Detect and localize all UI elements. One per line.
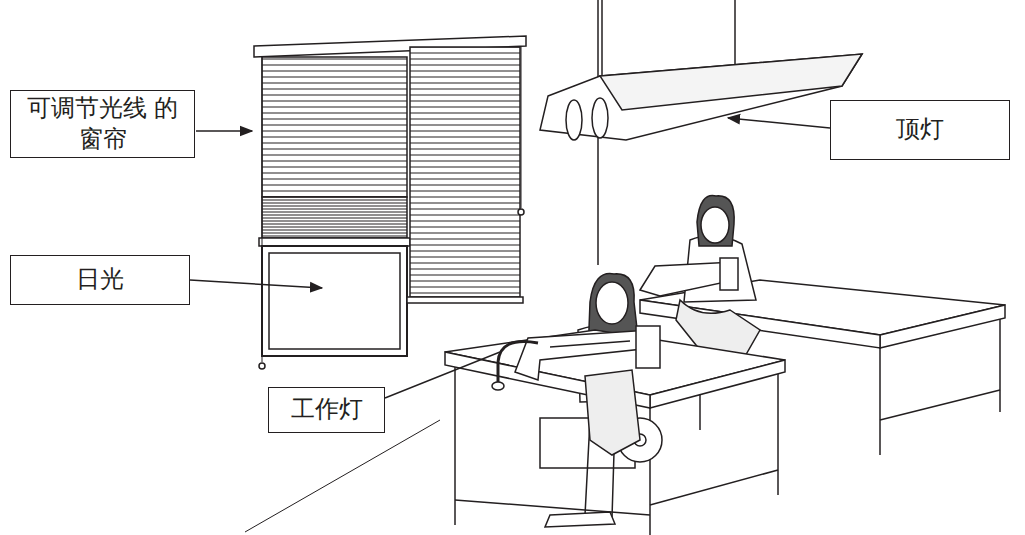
table-edge (880, 305, 1005, 348)
machine-head (720, 258, 738, 290)
leader-lines (190, 118, 830, 398)
label-box: 顶灯 (830, 100, 1010, 160)
table-bar (455, 500, 650, 515)
leader-arrow (728, 118, 830, 128)
blind-cord (262, 57, 263, 362)
cord-pull (518, 209, 524, 215)
window-frame (262, 246, 407, 356)
venetian-blinds (254, 36, 526, 369)
worker-hair (697, 196, 734, 246)
table-leg (999, 318, 1001, 412)
table-edge (650, 360, 785, 408)
cord-pull (259, 363, 265, 369)
worker-head (701, 207, 729, 243)
machine-stripe (550, 341, 630, 347)
work-lamp-head (492, 382, 504, 390)
table-leg (454, 366, 456, 525)
callout-label: 工作灯 (291, 394, 363, 425)
floor-line (245, 420, 440, 532)
work-lamp-neck (498, 342, 538, 382)
lamp-wire (734, 0, 736, 64)
fabric (585, 370, 640, 455)
callout-label: 顶灯 (896, 114, 944, 145)
label-box: 可调节光线 的窗帘 (10, 90, 195, 158)
machine-head (636, 326, 660, 368)
blind-slats (262, 57, 407, 197)
leader-arrow (190, 280, 322, 288)
back-workstation (640, 196, 1005, 455)
ceiling-lamp (540, 0, 862, 140)
blind-stack (262, 197, 407, 238)
lamp-top (600, 54, 862, 110)
bottom-rail (407, 297, 523, 303)
lamp-reflector (540, 54, 862, 140)
daylight-window (269, 253, 400, 349)
blind-slats (410, 47, 520, 297)
pedal (545, 512, 615, 527)
callout-label: 日光 (76, 264, 124, 295)
table-leg (879, 348, 881, 455)
callout-label: 可调节光线 的窗帘 (17, 93, 188, 155)
lamp-tube (592, 98, 608, 138)
table-edge (640, 300, 880, 348)
front-workstation (445, 274, 785, 535)
label-box: 日光 (10, 255, 190, 305)
label-box: 工作灯 (268, 387, 385, 433)
table-leg (777, 372, 779, 495)
bottom-rail (259, 238, 410, 246)
lamp-tube (566, 100, 582, 140)
table-bar (650, 470, 778, 505)
worker-head (596, 282, 628, 324)
blind-cord (521, 47, 522, 208)
leader-line (385, 352, 500, 398)
table-bar (880, 390, 1000, 420)
leader-arrow (196, 130, 252, 132)
lamp-wire (601, 0, 603, 78)
